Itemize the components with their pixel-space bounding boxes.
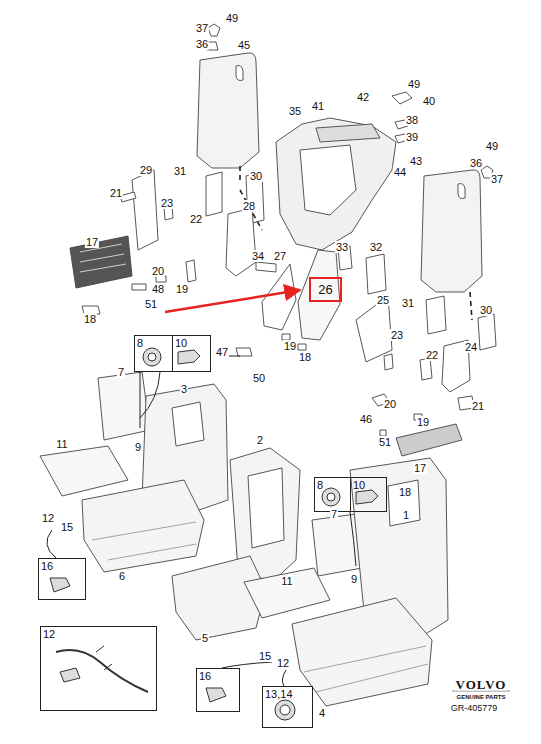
callout-number: 36	[195, 38, 209, 50]
callout-number: 17	[85, 236, 99, 248]
callout-number: 33	[335, 241, 349, 253]
callout-number: 13,14	[263, 687, 312, 701]
callout-number: 10	[351, 478, 386, 511]
inset-box: 16	[38, 558, 86, 600]
callout-number: 45	[237, 39, 251, 51]
callout-number: 2	[256, 434, 264, 446]
callout-number: 39	[405, 131, 419, 143]
brand-mark: VOLVO	[455, 678, 508, 691]
callout-number: 22	[189, 213, 203, 225]
inset-box: 12	[40, 626, 157, 711]
callout-number: 22	[425, 349, 439, 361]
callout-number: 20	[383, 398, 397, 410]
callout-number: 4	[318, 707, 326, 719]
callout-number: 16	[39, 559, 85, 573]
callout-number: 49	[225, 12, 239, 24]
callout-number: 41	[311, 100, 325, 112]
callout-number: 16	[197, 669, 239, 683]
callout-number: 23	[160, 197, 174, 209]
callout-number: 5	[201, 632, 209, 644]
callout-number: 9	[350, 573, 358, 585]
callout-number: 37	[195, 22, 209, 34]
callout-number: 11	[280, 575, 293, 587]
callout-number: 32	[369, 241, 383, 253]
callout-number: 7	[330, 508, 338, 520]
callout-number: 35	[288, 105, 302, 117]
callout-number: 49	[485, 140, 499, 152]
callout-number: 15	[60, 521, 74, 533]
highlighted-callout-box: 26	[309, 277, 342, 302]
callout-number: 43	[409, 155, 423, 167]
callout-number: 37	[490, 173, 504, 185]
callout-number: 8	[135, 336, 173, 371]
callout-number: 38	[405, 114, 419, 126]
callout-number: 25	[376, 294, 390, 306]
callout-number: 47	[215, 346, 229, 358]
callout-number: 18	[83, 313, 97, 325]
callout-number: 27	[273, 250, 287, 262]
callout-number: 12	[41, 512, 55, 524]
callout-number: 15	[258, 650, 272, 662]
callout-number: 23	[390, 329, 404, 341]
callout-number: 30	[479, 304, 493, 316]
inset-box: 13,14	[262, 686, 313, 728]
callout-number: 12	[41, 627, 156, 641]
callout-number: 18	[298, 351, 312, 363]
callout-number: 18	[398, 486, 412, 498]
inset-box: 16	[196, 668, 240, 712]
brand-mark: GR-405779	[450, 704, 499, 713]
callout-number: 46	[359, 413, 373, 425]
callout-number: 40	[422, 95, 436, 107]
callout-number: 34	[251, 250, 265, 262]
callout-number: 48	[151, 283, 165, 295]
callout-number: 12	[276, 657, 290, 669]
callout-number: 6	[118, 570, 126, 582]
callout-number: 19	[416, 416, 430, 428]
callout-number: 20	[151, 265, 165, 277]
callout-number: 42	[356, 91, 370, 103]
callout-number: 21	[109, 187, 123, 199]
callout-number: 8	[315, 478, 351, 511]
callout-number: 17	[413, 462, 427, 474]
inset-box: 810	[314, 477, 387, 512]
brand-mark: GENUINE PARTS	[456, 694, 507, 700]
callout-number: 31	[173, 165, 187, 177]
callout-number: 30	[249, 170, 263, 182]
inset-box: 810	[134, 335, 211, 372]
callout-number: 31	[401, 297, 415, 309]
callout-number: 11	[55, 438, 68, 450]
callout-number: 19	[175, 283, 189, 295]
callout-number: 10	[173, 336, 210, 371]
callout-number: 50	[252, 372, 266, 384]
callout-number: 1	[402, 509, 410, 521]
callout-number: 49	[407, 78, 421, 90]
callout-number: 26	[316, 283, 334, 297]
callout-number: 3	[180, 383, 188, 395]
callout-number: 7	[117, 366, 125, 378]
callout-number: 21	[471, 400, 485, 412]
callout-number: 51	[144, 298, 158, 310]
callout-number: 29	[139, 164, 153, 176]
callout-number: 36	[469, 157, 483, 169]
callout-number: 51	[378, 436, 392, 448]
callout-number: 24	[464, 341, 478, 353]
callout-number: 19	[283, 340, 297, 352]
callout-number: 9	[134, 441, 142, 453]
callout-number: 44	[393, 166, 407, 178]
callout-number: 28	[242, 200, 256, 212]
